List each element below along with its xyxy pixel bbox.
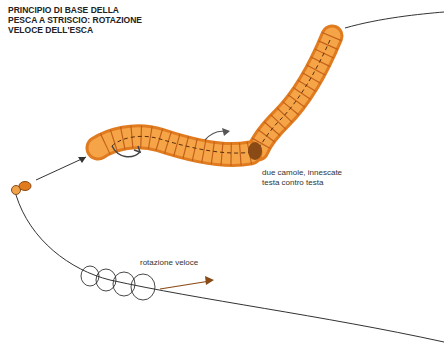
upper-maggot-segments	[258, 36, 332, 150]
lower-maggot-body	[98, 137, 250, 155]
fishing-line-lower	[16, 195, 444, 342]
hook-inside-upper	[260, 40, 330, 146]
maggot-heads	[248, 142, 262, 160]
upper-maggot	[258, 36, 332, 150]
note-label: due camole, innescate testa contro testa	[262, 168, 352, 187]
hook-inside-lower	[112, 136, 252, 153]
hook-point	[112, 146, 140, 157]
small-bait	[19, 182, 31, 191]
fishing-line	[345, 12, 444, 28]
lower-maggot	[98, 137, 250, 155]
zoom-arrow	[36, 157, 86, 180]
zoom-arrowhead	[78, 157, 86, 163]
diagram-title: PRINCIPIO DI BASE DELLA PESCA A STRISCIO…	[8, 5, 148, 35]
rotation-arrowhead	[205, 276, 214, 285]
note-label: rotazione veloce	[140, 258, 220, 268]
rotation-arrow	[160, 281, 210, 289]
rotation-spirals	[81, 266, 155, 300]
lower-maggot-segments	[98, 137, 250, 155]
upper-maggot-body	[258, 36, 332, 150]
turn-arrowhead	[222, 128, 230, 136]
